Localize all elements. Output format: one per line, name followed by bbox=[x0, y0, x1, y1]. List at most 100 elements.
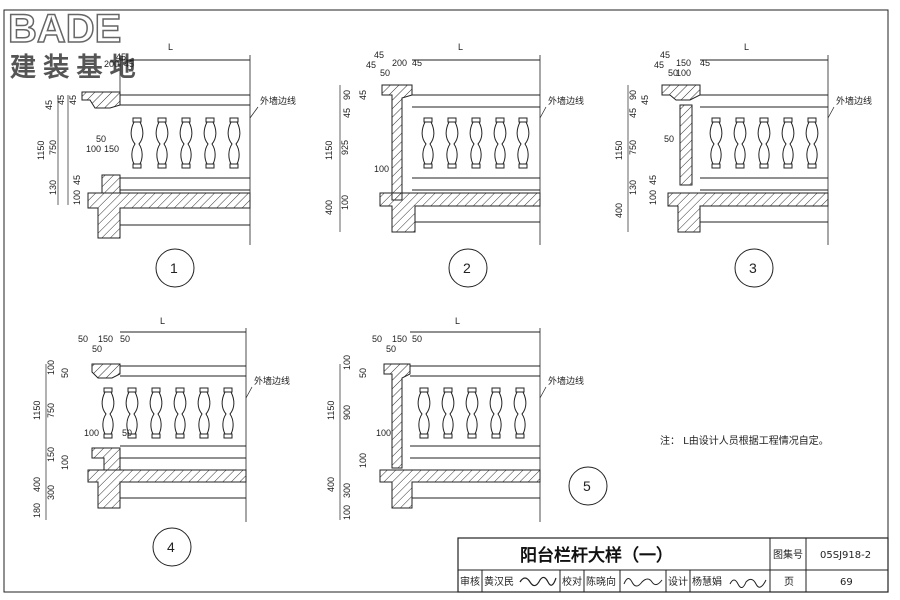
detail-4-left-dim: 1150 bbox=[32, 401, 42, 420]
check-label: 校对 bbox=[562, 575, 582, 588]
detail-3-top-dim: 150 bbox=[676, 58, 691, 68]
detail-3-left-dim: 1150 bbox=[614, 141, 624, 160]
designer-name: 杨慧娟 bbox=[692, 575, 722, 588]
detail-2-wall-label: 外墙边线 bbox=[548, 95, 584, 107]
detail-4-top-dim: 50 bbox=[120, 334, 130, 344]
detail-1-wall-label: 外墙边线 bbox=[260, 95, 296, 107]
detail-3-top-dim: 50 bbox=[668, 68, 678, 78]
detail-5-mid-dim: 100 bbox=[376, 428, 391, 438]
detail-5-left-dim: 50 bbox=[358, 368, 368, 378]
note-text: 注： L由设计人员根据工程情况自定。 bbox=[660, 434, 829, 447]
detail-5-number: 5 bbox=[583, 478, 591, 494]
detail-2-left-dim: 400 bbox=[324, 200, 334, 215]
review-label: 审核 bbox=[460, 575, 480, 588]
detail-5-top-dim: 50 bbox=[412, 334, 422, 344]
detail-1-left-dim: 750 bbox=[48, 140, 58, 155]
detail-3-left-dim: 90 bbox=[628, 90, 638, 100]
detail-5-left-dim: 100 bbox=[358, 453, 368, 468]
logo-sub: 建 装 基 地 bbox=[10, 52, 136, 82]
detail-5-top-dim: 50 bbox=[386, 344, 396, 354]
detail-3-left-dim: 45 bbox=[640, 95, 650, 105]
detail-1-mid-dim: 50 bbox=[96, 134, 106, 144]
detail-2-L: L bbox=[458, 42, 463, 52]
detail-1-left-dim: 130 bbox=[48, 180, 58, 195]
page-label: 页 bbox=[784, 576, 794, 588]
detail-2-top-dim: 45 bbox=[374, 50, 384, 60]
detail-4-left-dim: 750 bbox=[46, 403, 56, 418]
checker-name: 陈晓向 bbox=[586, 575, 616, 588]
detail-4-left-dim: 100 bbox=[46, 360, 56, 375]
detail-2-top-dim: 45 bbox=[412, 58, 422, 68]
detail-5-marker bbox=[568, 466, 608, 506]
checker-signature bbox=[623, 578, 663, 587]
detail-4-left-dim: 400 bbox=[32, 477, 42, 492]
detail-1-left-dim: 1150 bbox=[36, 141, 46, 160]
detail-1-left-dim: 45 bbox=[44, 100, 54, 110]
detail-4-top-dim: 50 bbox=[92, 344, 102, 354]
page-number: 69 bbox=[840, 577, 853, 588]
detail-1-left-dim: 45 bbox=[68, 95, 78, 105]
detail-3: 45 45 150 45 50 100 L 90 45 45 1150 750 … bbox=[614, 42, 872, 288]
detail-4-marker bbox=[152, 527, 192, 567]
detail-5-top-dim: 50 bbox=[372, 334, 382, 344]
detail-2-left-dim: 90 bbox=[342, 90, 352, 100]
detail-2-top-dim: 45 bbox=[366, 60, 376, 70]
detail-3-wall-label: 外墙边线 bbox=[836, 95, 872, 107]
detail-4-mid-dim: 50 bbox=[122, 428, 132, 438]
detail-3-left-dim: 45 bbox=[648, 175, 658, 185]
detail-3-top-dim: 45 bbox=[660, 50, 670, 60]
reviewer-signature bbox=[519, 576, 557, 587]
detail-4-left-dim: 150 bbox=[46, 447, 56, 462]
detail-5-L: L bbox=[455, 316, 460, 326]
detail-4-top-dim: 50 bbox=[78, 334, 88, 344]
detail-4-number: 4 bbox=[167, 539, 175, 555]
balusters bbox=[709, 117, 819, 169]
brand-logo: BADE 建 装 基 地 bbox=[7, 6, 136, 82]
detail-1-number: 1 bbox=[170, 260, 178, 276]
detail-3-left-dim: 750 bbox=[628, 140, 638, 155]
detail-2-left-dim: 100 bbox=[340, 195, 350, 210]
detail-1-top-dim: 200 bbox=[104, 59, 119, 69]
detail-1-L: L bbox=[168, 42, 173, 52]
detail-3-top-dim: 100 bbox=[676, 68, 691, 78]
detail-2-top-dim: 200 bbox=[392, 58, 407, 68]
detail-4-L: L bbox=[160, 316, 165, 326]
detail-2-number: 2 bbox=[463, 260, 471, 276]
detail-1-top-dim: 45 bbox=[124, 59, 134, 69]
designer-signature bbox=[729, 578, 767, 588]
detail-3-top-dim: 45 bbox=[654, 60, 664, 70]
detail-5-top-dim: 150 bbox=[392, 334, 407, 344]
detail-2-top-dim: 50 bbox=[380, 68, 390, 78]
detail-5-left-dim: 400 bbox=[326, 477, 336, 492]
logo-brand: BADE bbox=[8, 7, 121, 51]
balusters bbox=[417, 387, 527, 439]
detail-3-L: L bbox=[744, 42, 749, 52]
title-block: 阳台栏杆大样（一） 图集号 05SJ918-2 审核 黄汉民 校对 陈晓向 设计… bbox=[457, 537, 889, 593]
detail-3-top-dim: 45 bbox=[700, 58, 710, 68]
detail-2-mid-dim: 100 bbox=[374, 164, 389, 174]
detail-5-left-dim: 1150 bbox=[326, 401, 336, 420]
detail-1-mid-dim: 100 bbox=[86, 144, 101, 154]
detail-4-top-dim: 150 bbox=[98, 334, 113, 344]
detail-1-top-dim: 45 bbox=[116, 52, 126, 62]
detail-5-left-dim: 300 bbox=[342, 483, 352, 498]
sheet-border bbox=[3, 9, 889, 593]
detail-5: 50 150 50 50 L 100 50 1150 900 100 400 3… bbox=[326, 316, 608, 522]
detail-5-left-dim: 900 bbox=[342, 405, 352, 420]
detail-1: 45 200 45 L 45 45 45 1150 750 130 45 100… bbox=[36, 42, 296, 288]
detail-4-wall-label: 外墙边线 bbox=[254, 375, 290, 387]
detail-5-left-dim: 100 bbox=[342, 355, 352, 370]
detail-4-left-dim: 100 bbox=[60, 455, 70, 470]
design-label: 设计 bbox=[668, 575, 688, 588]
detail-3-number: 3 bbox=[749, 260, 757, 276]
detail-2-left-dim: 1150 bbox=[324, 141, 334, 160]
detail-1-left-dim: 45 bbox=[72, 175, 82, 185]
detail-2-left-dim: 45 bbox=[342, 108, 352, 118]
detail-3-left-dim: 100 bbox=[648, 190, 658, 205]
detail-2-left-dim: 45 bbox=[358, 90, 368, 100]
detail-1-left-dim: 45 bbox=[56, 95, 66, 105]
detail-3-left-dim: 45 bbox=[628, 108, 638, 118]
balusters bbox=[421, 117, 530, 169]
detail-1-mid-dim: 150 bbox=[104, 144, 119, 154]
